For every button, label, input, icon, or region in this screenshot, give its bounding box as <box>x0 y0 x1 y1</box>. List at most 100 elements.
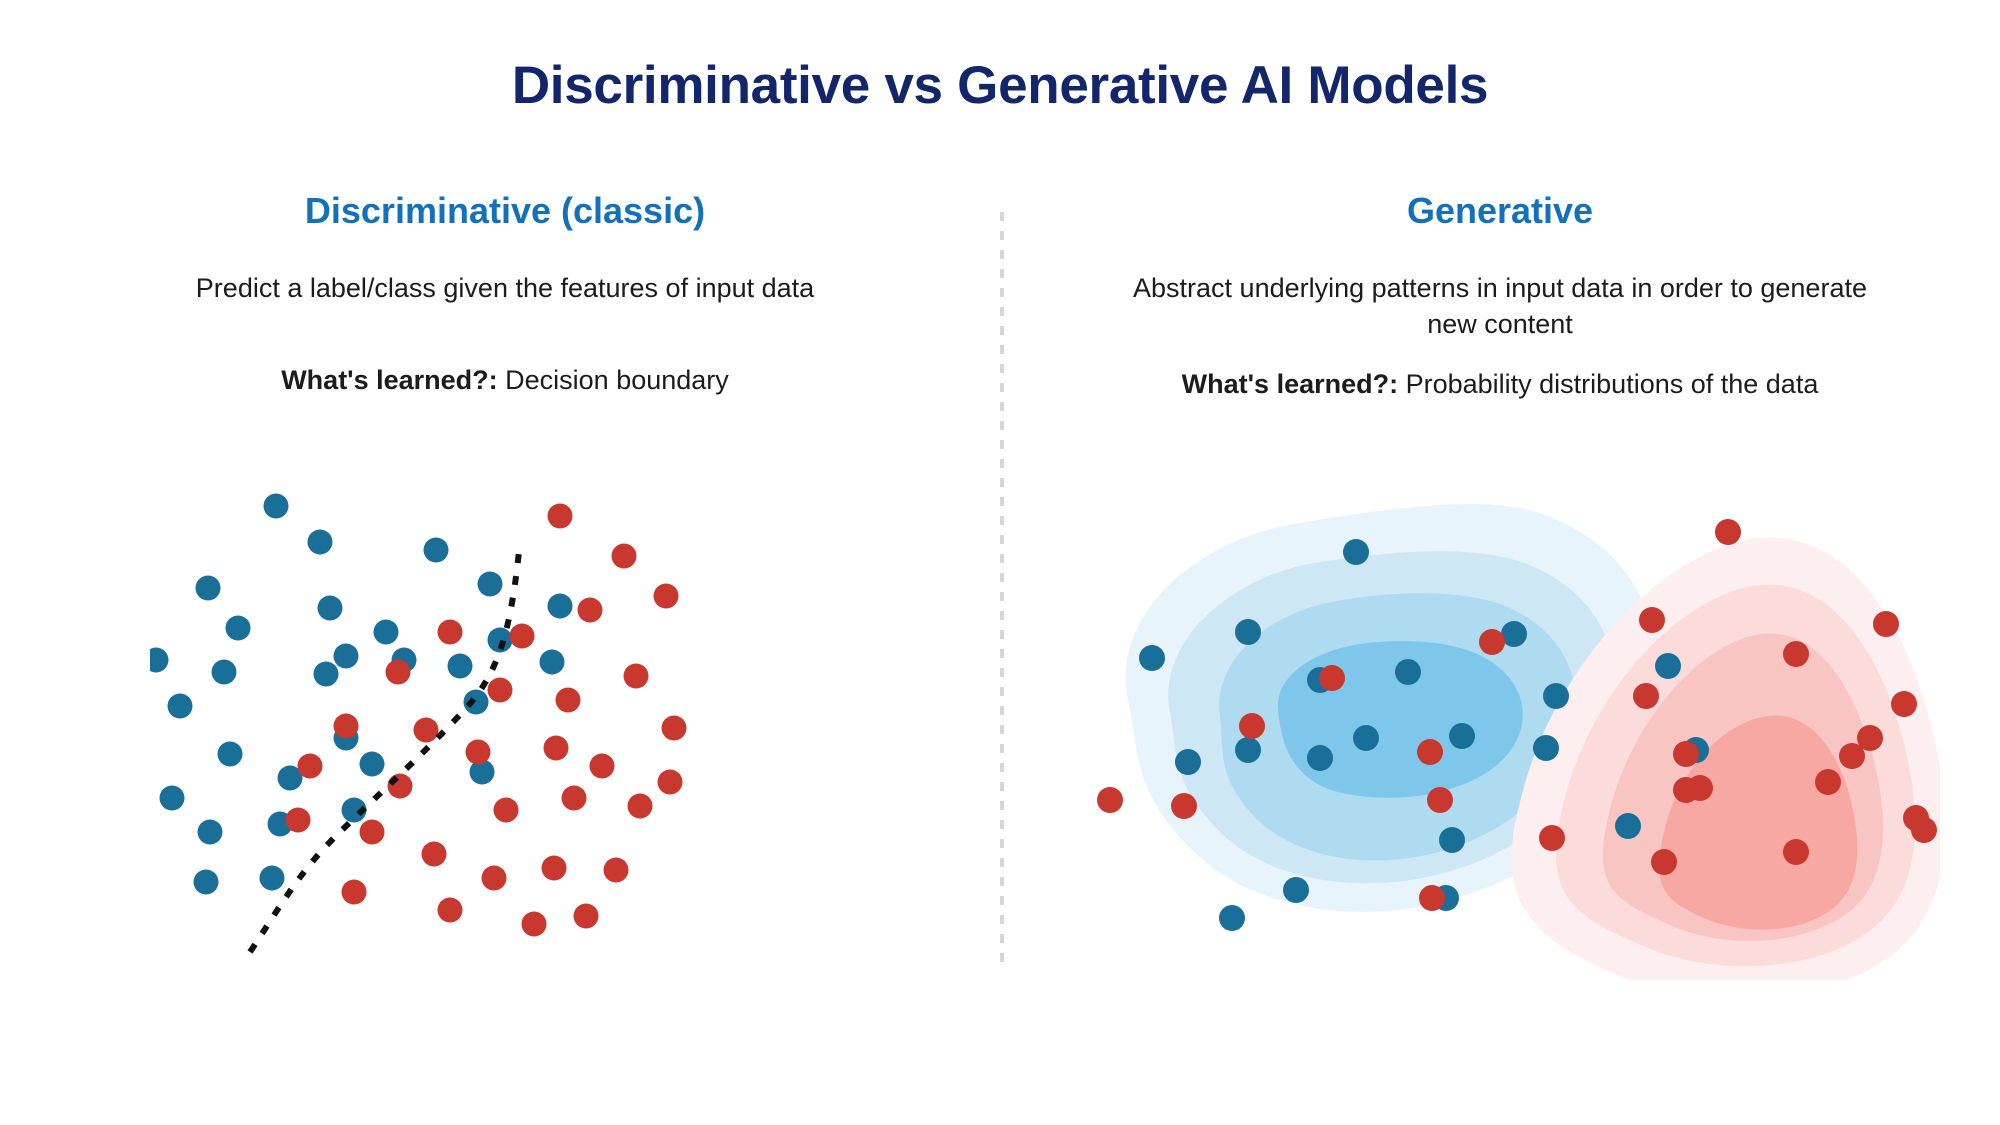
generative-learned: What's learned?: Probability distributio… <box>1030 367 1970 402</box>
data-point <box>333 643 359 669</box>
data-point <box>159 785 185 811</box>
data-point <box>1783 839 1809 865</box>
data-point <box>197 819 223 845</box>
discriminative-scatter-plot <box>150 480 790 980</box>
data-point <box>541 855 567 881</box>
data-point <box>1615 813 1641 839</box>
data-point <box>195 575 221 601</box>
generative-density-plot <box>1080 500 1940 980</box>
data-point <box>661 715 687 741</box>
data-point <box>561 785 587 811</box>
data-point <box>603 857 629 883</box>
data-point <box>463 689 489 715</box>
data-point <box>307 529 333 555</box>
data-point <box>1439 827 1465 853</box>
generative-heading: Generative <box>1406 190 1594 231</box>
data-point <box>1633 683 1659 709</box>
data-point <box>359 751 385 777</box>
red-sample-points <box>1097 519 1937 911</box>
scatter-series-red <box>285 503 687 937</box>
data-point <box>193 869 219 895</box>
data-point <box>481 865 507 891</box>
discriminative-learned-value: Decision boundary <box>497 365 729 396</box>
data-point <box>437 619 463 645</box>
data-point <box>487 677 513 703</box>
data-point <box>623 663 649 689</box>
data-point <box>167 693 193 719</box>
data-point <box>259 865 285 891</box>
data-point <box>263 493 289 519</box>
scatter-series-blue <box>150 493 573 895</box>
data-point <box>1319 665 1345 691</box>
data-point <box>277 765 303 791</box>
data-point <box>313 661 339 687</box>
data-point <box>1235 737 1261 763</box>
data-point <box>1343 539 1369 565</box>
discriminative-column: Discriminative (classic) Predict a label… <box>40 190 970 398</box>
data-point <box>1449 723 1475 749</box>
data-point <box>1533 735 1559 761</box>
generative-density-svg <box>1097 503 1940 980</box>
data-point <box>469 759 495 785</box>
red-density-contours <box>1511 537 1940 980</box>
data-point <box>421 841 447 867</box>
data-point <box>387 773 413 799</box>
data-point <box>1283 877 1309 903</box>
discriminative-learned: What's learned?: Decision boundary <box>40 363 970 398</box>
data-point <box>1097 787 1123 813</box>
data-point <box>1171 793 1197 819</box>
data-point <box>1219 905 1245 931</box>
data-point <box>547 503 573 529</box>
data-point <box>1479 629 1505 655</box>
data-point <box>373 619 399 645</box>
data-point <box>1911 817 1937 843</box>
data-point <box>317 595 343 621</box>
data-point <box>359 819 385 845</box>
data-point <box>539 649 565 675</box>
data-point <box>385 659 411 685</box>
decision-boundary-line <box>247 541 523 954</box>
data-point <box>1715 519 1741 545</box>
data-point <box>543 735 569 761</box>
discriminative-heading: Discriminative (classic) <box>304 190 706 231</box>
data-point <box>1873 611 1899 637</box>
data-point <box>1539 825 1565 851</box>
data-point <box>447 653 473 679</box>
data-point <box>627 793 653 819</box>
data-point <box>1417 739 1443 765</box>
data-point <box>1839 743 1865 769</box>
data-point <box>1815 769 1841 795</box>
data-point <box>547 593 573 619</box>
data-point <box>297 753 323 779</box>
red-density-level-4 <box>1659 715 1858 930</box>
data-point <box>493 797 519 823</box>
data-point <box>1673 777 1699 803</box>
data-point <box>573 903 599 929</box>
data-point <box>509 623 535 649</box>
data-point <box>1139 645 1165 671</box>
data-point <box>211 659 237 685</box>
data-point <box>555 687 581 713</box>
vertical-dashed-divider <box>1000 212 1004 964</box>
data-point <box>217 741 243 767</box>
data-point <box>1307 745 1333 771</box>
data-point <box>437 897 463 923</box>
data-point <box>1655 653 1681 679</box>
data-point <box>413 717 439 743</box>
discriminative-scatter-svg <box>150 493 687 954</box>
data-point <box>1501 621 1527 647</box>
data-point <box>341 879 367 905</box>
data-point <box>1239 713 1265 739</box>
data-point <box>611 543 637 569</box>
data-point <box>577 597 603 623</box>
discriminative-description: Predict a label/class given the features… <box>195 273 815 304</box>
discriminative-learned-label: What's learned?: <box>281 365 498 396</box>
data-point <box>1651 849 1677 875</box>
data-point <box>333 713 359 739</box>
data-point <box>1891 691 1917 717</box>
data-point <box>1427 787 1453 813</box>
data-point <box>1419 885 1445 911</box>
data-point <box>477 571 503 597</box>
data-point <box>1783 641 1809 667</box>
